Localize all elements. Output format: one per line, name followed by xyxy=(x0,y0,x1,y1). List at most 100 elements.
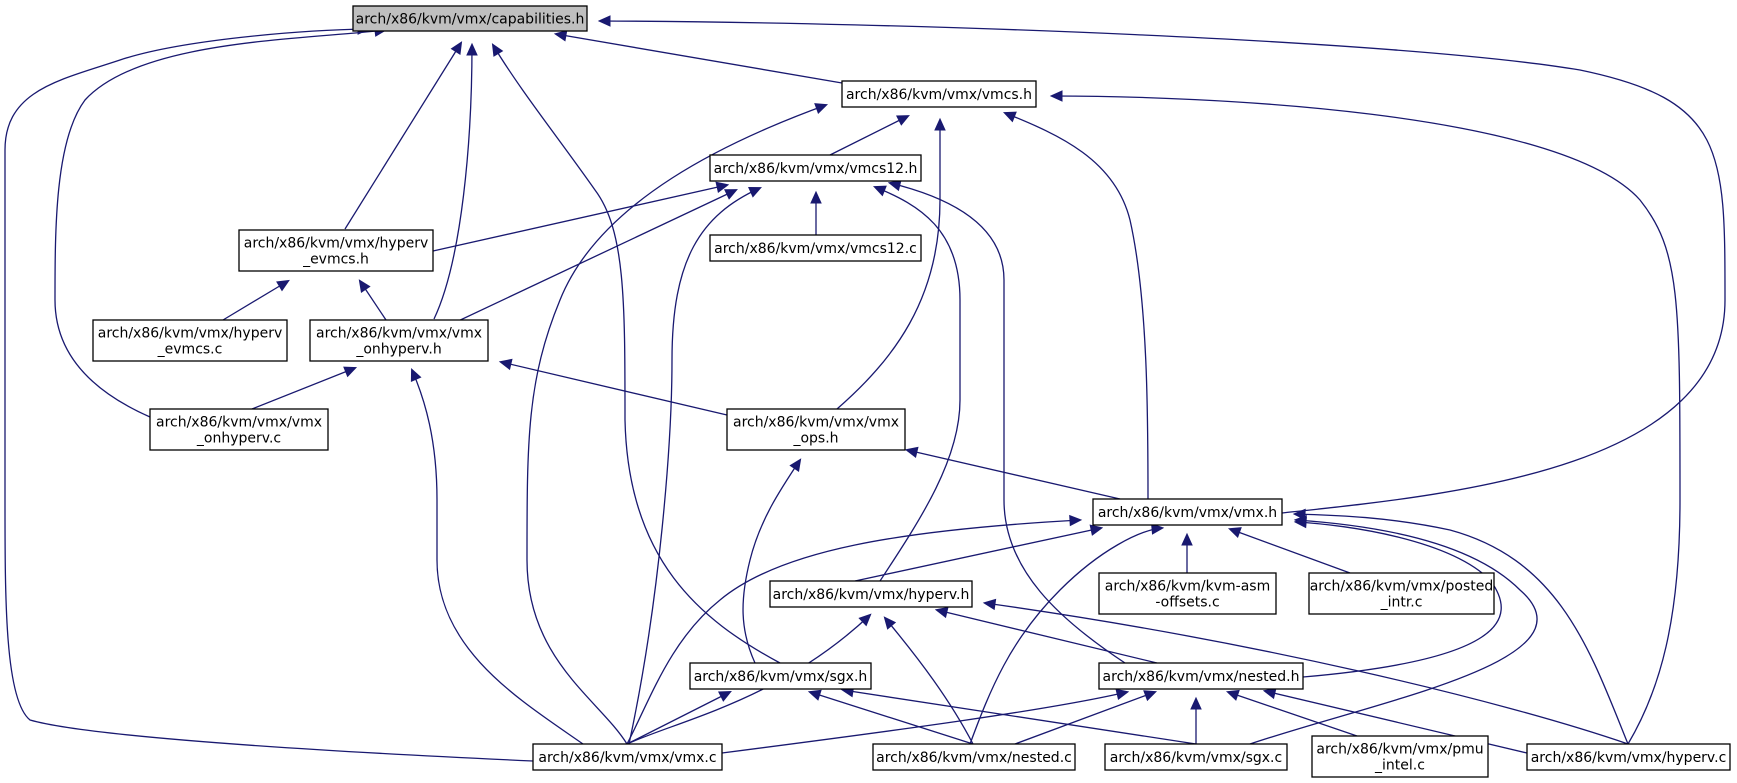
arrowhead xyxy=(718,690,732,702)
edge-line xyxy=(344,42,462,230)
node-vmx-ops-h[interactable]: arch/x86/kvm/vmx/vmx_ops.h xyxy=(726,408,906,451)
node-sgx-c[interactable]: arch/x86/kvm/vmx/sgx.c xyxy=(1104,743,1288,771)
edge-hyperv_c-to-vmx_h xyxy=(1292,508,1629,745)
node-label: -offsets.c xyxy=(1155,595,1219,611)
edge-line xyxy=(54,29,386,418)
arrowhead xyxy=(276,279,290,292)
edge-line xyxy=(251,367,356,410)
arrowhead xyxy=(1190,696,1202,710)
arrowhead xyxy=(896,115,910,126)
edge-vmx_onhyperv_h-to-hyperv_evmcs_h xyxy=(358,279,387,321)
edge-vmx_h-to-vmx_ops_h xyxy=(904,446,1121,500)
edge-vmx_c-to-vmcs12_h xyxy=(628,186,762,745)
node-label: _evmcs.c xyxy=(157,342,223,358)
node-hyperv-h[interactable]: arch/x86/kvm/vmx/hyperv.h xyxy=(769,580,973,608)
edge-line xyxy=(721,691,1128,754)
edge-line xyxy=(433,44,473,320)
node-hyperv-c[interactable]: arch/x86/kvm/vmx/hyperv.c xyxy=(1526,743,1731,771)
node-pmu-intel-c[interactable]: arch/x86/kvm/vmx/pmu_intel.c xyxy=(1311,735,1489,778)
edge-vmx_c-to-capabilities_h xyxy=(4,23,534,762)
edge-line xyxy=(432,184,728,252)
node-box xyxy=(709,154,922,182)
arrowhead xyxy=(1227,527,1242,539)
edge-line xyxy=(1227,691,1358,737)
node-vmcs12-c[interactable]: arch/x86/kvm/vmx/vmcs12.c xyxy=(709,234,922,262)
arrowhead xyxy=(1292,508,1306,521)
node-label: arch/x86/kvm/vmx/vmcs.h xyxy=(846,87,1032,103)
edge-nested_h-to-hyperv_h xyxy=(934,606,1158,664)
arrowhead xyxy=(724,189,738,200)
arrowhead xyxy=(1115,688,1130,700)
node-sgx-h[interactable]: arch/x86/kvm/vmx/sgx.h xyxy=(689,662,872,690)
edge-line xyxy=(222,280,289,321)
node-label: arch/x86/kvm/vmx/hyperv xyxy=(244,236,429,252)
edge-line xyxy=(599,20,1726,514)
edge-line xyxy=(626,519,1081,745)
node-label: _intel.c xyxy=(1374,758,1425,774)
node-box xyxy=(1104,743,1288,771)
arrowhead xyxy=(934,117,946,131)
edge-hyperv_c-to-vmcs_h xyxy=(1049,90,1681,745)
edge-nested_c-to-nested_h xyxy=(1014,690,1158,745)
node-label: arch/x86/kvm/vmx/vmx.c xyxy=(538,750,716,766)
node-hyperv-evmcs-c[interactable]: arch/x86/kvm/vmx/hyperv_evmcs.c xyxy=(92,319,288,362)
edge-line xyxy=(1004,112,1149,500)
edge-line xyxy=(492,44,781,664)
edge-nested_c-to-sgx_h xyxy=(807,689,974,745)
edge-line xyxy=(411,369,584,745)
edge-vmx_onhyperv_c-to-vmx_onhyperv_h xyxy=(251,366,358,410)
arrowhead xyxy=(1089,524,1104,536)
arrowhead xyxy=(1181,532,1193,546)
arrowhead xyxy=(1143,690,1158,702)
node-label: arch/x86/kvm/vmx/vmx xyxy=(316,326,482,342)
arrowhead xyxy=(887,179,902,192)
node-box xyxy=(238,229,434,272)
node-box xyxy=(841,80,1037,108)
arrowhead xyxy=(491,43,504,57)
node-label: arch/x86/kvm/vmx/vmcs12.h xyxy=(714,161,918,177)
arrowhead xyxy=(1262,687,1277,700)
edge-vmx_c-to-hyperv_h xyxy=(626,613,872,745)
edge-vmcs12_c-to-vmcs12_h xyxy=(810,190,822,235)
node-box xyxy=(1311,735,1489,778)
arrowhead xyxy=(466,42,478,56)
node-posted-intr-c[interactable]: arch/x86/kvm/vmx/posted_intr.c xyxy=(1308,572,1495,615)
edge-line xyxy=(1051,95,1681,745)
arrowhead xyxy=(358,279,371,293)
node-nested-h[interactable]: arch/x86/kvm/vmx/nested.h xyxy=(1098,662,1304,690)
node-kvm-asm-offsets-c[interactable]: arch/x86/kvm/kvm-asm-offsets.c xyxy=(1098,572,1277,615)
arrowhead xyxy=(807,689,822,701)
node-vmx-h[interactable]: arch/x86/kvm/vmx/vmx.h xyxy=(1092,498,1283,526)
edge-line xyxy=(836,120,941,410)
edge-line xyxy=(874,186,961,582)
edge-sgx_c-to-nested_h xyxy=(1190,696,1202,744)
node-vmx-onhyperv-h[interactable]: arch/x86/kvm/vmx/vmx_onhyperv.h xyxy=(309,319,489,362)
arrowhead xyxy=(343,366,358,378)
node-capabilities-h[interactable]: arch/x86/kvm/vmx/capabilities.h xyxy=(352,5,588,32)
node-vmx-onhyperv-c[interactable]: arch/x86/kvm/vmx/vmx_onhyperv.c xyxy=(149,408,329,451)
edge-sgx_c-to-vmx_h xyxy=(1249,514,1538,745)
node-box xyxy=(149,408,329,451)
node-box xyxy=(872,743,1076,771)
edge-vmx_c-to-vmx_onhyperv_h xyxy=(410,367,584,745)
node-box xyxy=(92,319,288,362)
arrowhead xyxy=(858,613,872,627)
edge-vmx_ops_h-to-vmcs_h xyxy=(836,117,946,410)
arrowhead xyxy=(814,103,829,115)
node-nested-c[interactable]: arch/x86/kvm/vmx/nested.c xyxy=(872,743,1076,771)
node-box xyxy=(726,408,906,451)
edge-line xyxy=(1014,691,1156,745)
node-vmcs-h[interactable]: arch/x86/kvm/vmx/vmcs.h xyxy=(841,80,1037,108)
edge-line xyxy=(842,689,1197,745)
node-hyperv-evmcs-h[interactable]: arch/x86/kvm/vmx/hyperv_evmcs.h xyxy=(238,229,434,272)
node-box xyxy=(352,5,588,32)
arrowhead xyxy=(410,367,422,382)
edges-layer xyxy=(4,15,1726,762)
node-vmx-c[interactable]: arch/x86/kvm/vmx/vmx.c xyxy=(532,743,723,771)
node-label: arch/x86/kvm/vmx/nested.c xyxy=(876,750,1072,766)
node-vmcs12-h[interactable]: arch/x86/kvm/vmx/vmcs12.h xyxy=(709,154,922,182)
edge-line xyxy=(1249,519,1538,745)
edge-line xyxy=(626,614,871,745)
nodes-layer: arch/x86/kvm/vmx/capabilities.h arch/x86/… xyxy=(92,5,1731,778)
